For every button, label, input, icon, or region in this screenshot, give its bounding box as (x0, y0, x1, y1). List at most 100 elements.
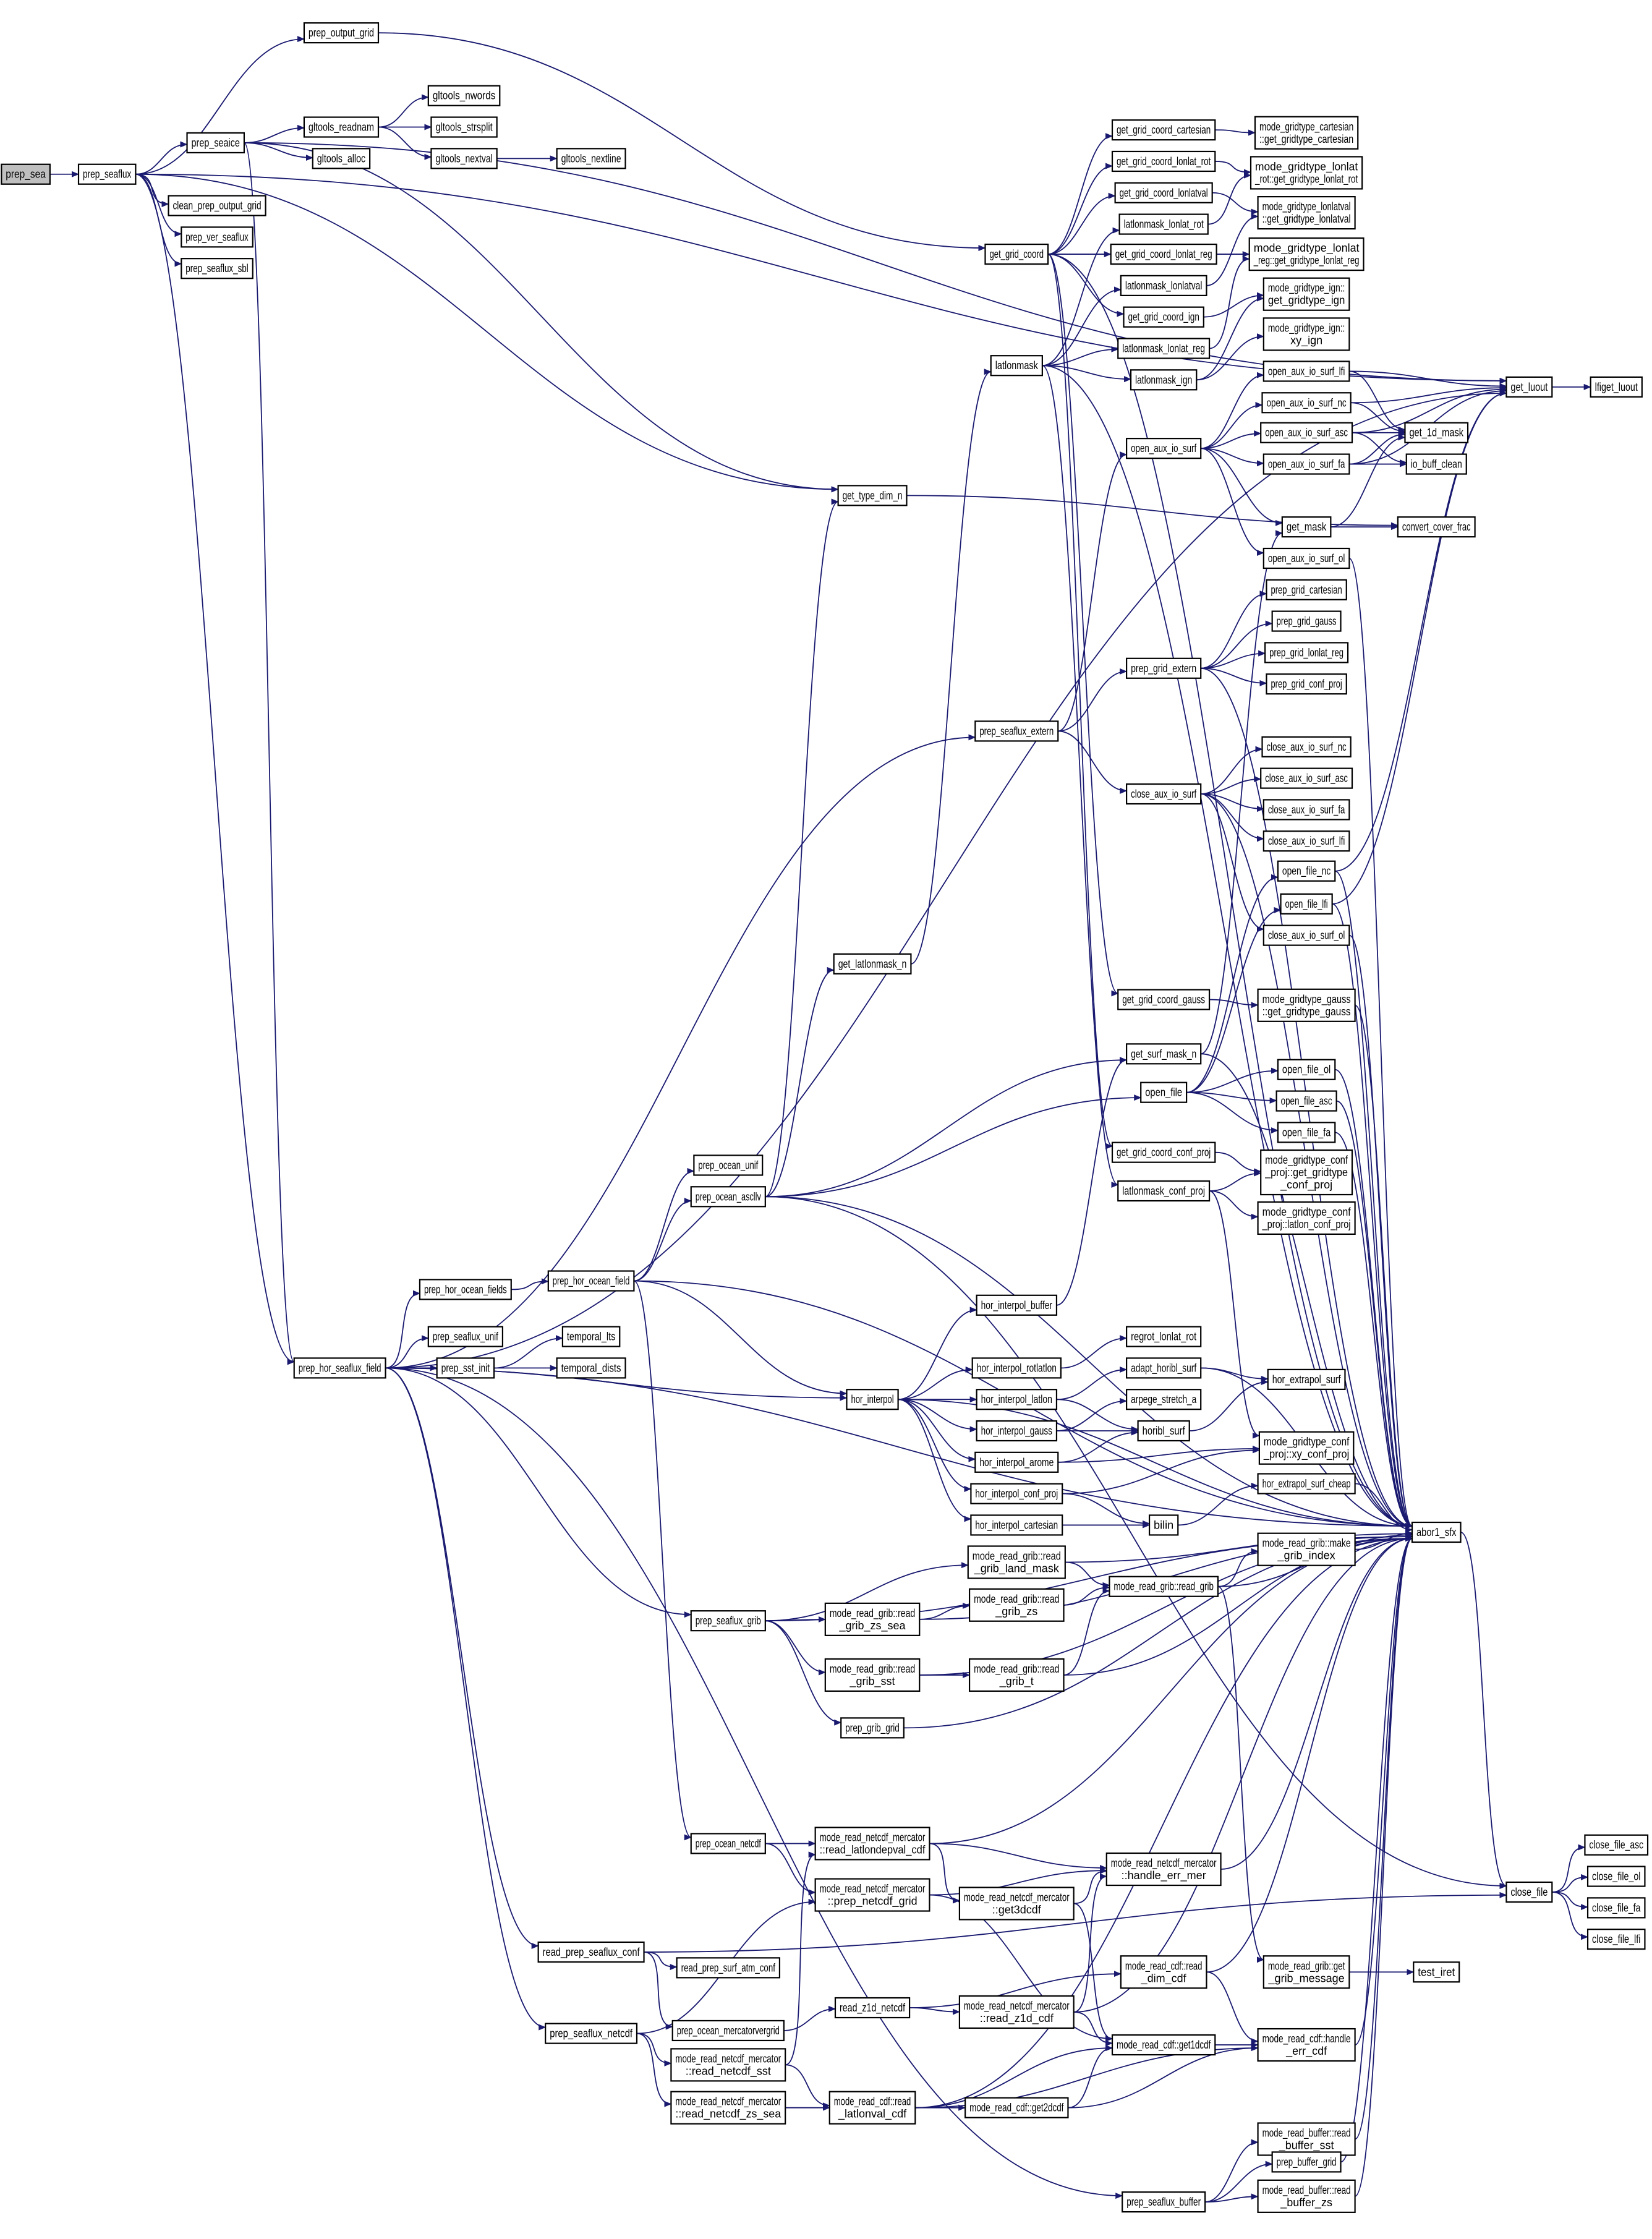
function-node-m-rot[interactable]: mode_gridtype_lonlat_rot::get_gridtype_l… (1250, 156, 1363, 190)
function-node-rpsac[interactable]: read_prep_surf_atm_conf (676, 1957, 781, 1979)
function-node-gtdn[interactable]: get_type_dim_n (837, 485, 908, 506)
function-node-lfiget[interactable]: lfiget_luout (1590, 376, 1643, 398)
function-node-b-sst[interactable]: mode_read_buffer::read_buffer_sst (1257, 2122, 1356, 2156)
function-node-g-index[interactable]: mode_read_grib::make_grib_index (1257, 1532, 1356, 1566)
function-node-c-err[interactable]: mode_read_cdf::handle_err_cdf (1257, 2028, 1356, 2062)
function-node-hi-cart[interactable]: hor_interpol_cartesian (970, 1514, 1063, 1536)
function-node-m-gauss[interactable]: mode_gridtype_gauss::get_gridtype_gauss (1257, 988, 1356, 1022)
function-node-oa-ol[interactable]: open_aux_io_surf_ol (1262, 547, 1350, 569)
function-node-m-cart[interactable]: mode_gridtype_cartesian::get_gridtype_ca… (1254, 116, 1359, 150)
function-node-oa-asc[interactable]: open_aux_io_surf_asc (1260, 422, 1353, 443)
function-node-hi[interactable]: hor_interpol (846, 1389, 899, 1410)
function-node-oa-lfi[interactable]: open_aux_io_surf_lfi (1262, 360, 1350, 382)
function-node-hi-conf[interactable]: hor_interpol_conf_proj (970, 1483, 1063, 1504)
function-node-hi-latlon[interactable]: hor_interpol_latlon (976, 1389, 1058, 1410)
function-node-hsf[interactable]: prep_hor_seaflux_field (293, 1357, 386, 1379)
function-node-sf-unif[interactable]: prep_seaflux_unif (427, 1326, 504, 1347)
function-node-b-grid[interactable]: prep_buffer_grid (1271, 2151, 1342, 2173)
function-node-of-fa[interactable]: open_file_fa (1277, 1122, 1336, 1143)
function-node-lm-ign[interactable]: latlonmask_ign (1130, 369, 1198, 391)
function-node-g-msg[interactable]: mode_read_grib::get_grib_message (1262, 1955, 1350, 1989)
function-node-get-luout[interactable]: get_luout (1505, 376, 1553, 398)
function-node-m-get3d[interactable]: mode_read_netcdf_mercator::get3dcdf (958, 1887, 1075, 1921)
function-node-ver[interactable]: prep_ver_seaflux (181, 226, 253, 248)
function-node-gsmn[interactable]: get_surf_mask_n (1126, 1043, 1202, 1065)
function-node-of[interactable]: open_file (1140, 1081, 1188, 1103)
function-node-m-reg[interactable]: mode_gridtype_lonlat_reg::get_gridtype_l… (1248, 237, 1365, 271)
function-node-g-read[interactable]: mode_read_grib::read_grib (1109, 1576, 1219, 1597)
function-node-adapt[interactable]: adapt_horibl_surf (1126, 1357, 1202, 1379)
function-node-close-file[interactable]: close_file (1505, 1881, 1553, 1903)
function-node-m-zssea[interactable]: mode_read_netcdf_mercator::read_netcdf_z… (670, 2091, 786, 2125)
function-node-oa[interactable]: open_aux_io_surf (1126, 438, 1202, 459)
function-node-m-z1d[interactable]: mode_read_netcdf_mercator::read_z1d_cdf (958, 1995, 1075, 2029)
function-node-cf-lfi[interactable]: close_file_lfi (1586, 1929, 1646, 1950)
function-node-output-grid[interactable]: prep_output_grid (303, 22, 380, 44)
function-node-of-asc[interactable]: open_file_asc (1275, 1090, 1337, 1112)
function-node-ggc[interactable]: get_grid_coord (984, 243, 1049, 265)
function-node-ocean-unif[interactable]: prep_ocean_unif (693, 1154, 764, 1176)
function-node-ggc-ign[interactable]: get_grid_coord_ign (1123, 306, 1204, 328)
function-node-ggc-gauss[interactable]: get_grid_coord_gauss (1117, 989, 1211, 1010)
function-node-sf-buffer[interactable]: prep_seaflux_buffer (1122, 2191, 1206, 2213)
function-node-m-ign[interactable]: mode_gridtype_ign::get_gridtype_ign (1262, 277, 1350, 311)
function-node-m-errmer[interactable]: mode_read_netcdf_mercator::handle_err_me… (1105, 1852, 1222, 1887)
function-node-g-t[interactable]: mode_read_grib::read_grib_t (968, 1658, 1065, 1692)
function-node-oa-nc[interactable]: open_aux_io_surf_nc (1261, 392, 1352, 414)
function-node-hof[interactable]: prep_hor_ocean_field (547, 1270, 635, 1292)
function-node-hi-gauss[interactable]: hor_interpol_gauss (976, 1420, 1058, 1442)
function-node-bilin[interactable]: bilin (1148, 1514, 1179, 1536)
function-node-sf-grib[interactable]: prep_seaflux_grib (690, 1610, 766, 1632)
function-node-rz1d[interactable]: read_z1d_netcdf (834, 1997, 911, 2019)
function-node-pg-cart[interactable]: prep_grid_cartesian (1266, 579, 1347, 600)
function-node-sf-netcdf[interactable]: prep_seaflux_netcdf (545, 2023, 638, 2044)
function-node-ca-ol[interactable]: close_aux_io_surf_ol (1262, 924, 1350, 946)
function-node-ggc-reg[interactable]: get_grid_coord_lonlat_reg (1110, 243, 1217, 265)
function-node-of-nc[interactable]: open_file_nc (1277, 860, 1336, 882)
function-node-grib-grid[interactable]: prep_grib_grid (840, 1717, 905, 1739)
function-node-ca[interactable]: close_aux_io_surf (1126, 783, 1202, 805)
function-node-pg-conf[interactable]: prep_grid_conf_proj (1266, 673, 1347, 695)
function-node-b-zs[interactable]: mode_read_buffer::read_buffer_zs (1257, 2179, 1356, 2213)
function-node-latlonmask[interactable]: latlonmask (990, 355, 1043, 377)
function-node-hi-arome[interactable]: hor_interpol_arome (974, 1451, 1059, 1473)
function-node-m-lldv[interactable]: mode_read_netcdf_mercator::read_latlonde… (814, 1827, 930, 1861)
function-node-g-sst[interactable]: mode_read_grib::read_grib_sst (824, 1658, 921, 1692)
function-node-lm-llv[interactable]: latlonmask_lonlatval (1120, 275, 1207, 296)
function-node-cf-fa[interactable]: close_file_fa (1586, 1897, 1646, 1919)
function-node-get1dmask[interactable]: get_1d_mask (1404, 422, 1469, 443)
function-node-nextval[interactable]: gltools_nextval (430, 148, 498, 169)
function-node-of-ol[interactable]: open_file_ol (1277, 1059, 1336, 1080)
function-node-horibl[interactable]: horibl_surf (1137, 1420, 1190, 1442)
function-node-sst-init[interactable]: prep_sst_init (436, 1357, 495, 1379)
function-node-c-dim[interactable]: mode_read_cdf::read_dim_cdf (1120, 1955, 1207, 1989)
function-node-c-llv[interactable]: mode_read_cdf::read_latlonval_cdf (828, 2091, 916, 2125)
function-node-pg-extern[interactable]: prep_grid_extern (1126, 657, 1202, 679)
function-node-get-mask[interactable]: get_mask (1281, 516, 1332, 538)
function-node-clean-out[interactable]: clean_prep_output_grid (168, 195, 266, 216)
function-node-hes[interactable]: hor_extrapol_surf (1267, 1368, 1346, 1390)
function-node-hi-rot[interactable]: hor_interpol_rotlatlon (971, 1357, 1062, 1379)
function-node-arpege[interactable]: arpege_stretch_a (1126, 1389, 1202, 1410)
function-node-lm-conf[interactable]: latlonmask_conf_proj (1117, 1180, 1211, 1202)
function-node-readnam[interactable]: gltools_readnam (303, 116, 380, 138)
function-node-ggc-llv[interactable]: get_grid_coord_lonlatval (1114, 182, 1213, 203)
function-node-of-lfi[interactable]: open_file_lfi (1280, 893, 1333, 915)
function-node-m-llv[interactable]: mode_gridtype_lonlatval::get_gridtype_lo… (1257, 196, 1356, 230)
function-node-strsplit[interactable]: gltools_strsplit (430, 116, 498, 138)
function-node-nextline[interactable]: gltools_nextline (556, 148, 626, 169)
function-node-regrot[interactable]: regrot_lonlat_rot (1126, 1326, 1202, 1347)
function-node-mvgrid[interactable]: prep_ocean_mercatorvergrid (671, 2019, 785, 2042)
function-node-g-land[interactable]: mode_read_grib::read_grib_land_mask (967, 1545, 1066, 1579)
function-node-ggc-rot[interactable]: get_grid_coord_lonlat_rot (1111, 150, 1216, 173)
function-node-ca-lfi[interactable]: close_aux_io_surf_lfi (1262, 830, 1350, 852)
function-node-oa-fa[interactable]: open_aux_io_surf_fa (1262, 453, 1350, 475)
function-node-c-get1d[interactable]: mode_read_cdf::get1dcdf (1111, 2034, 1216, 2056)
function-node-lm-reg[interactable]: latlonmask_lonlat_reg (1117, 338, 1211, 359)
function-node-m-sst[interactable]: mode_read_netcdf_mercator::read_netcdf_s… (670, 2048, 786, 2082)
function-node-glmn[interactable]: get_latlonmask_n (833, 953, 912, 974)
function-node-m-xyconf[interactable]: mode_gridtype_conf_proj::xy_conf_proj (1258, 1431, 1355, 1465)
function-node-seaice[interactable]: prep_seaice (186, 132, 245, 154)
function-node-cf-asc[interactable]: close_file_asc (1584, 1834, 1649, 1856)
function-node-psf-extern[interactable]: prep_seaflux_extern (974, 720, 1059, 742)
